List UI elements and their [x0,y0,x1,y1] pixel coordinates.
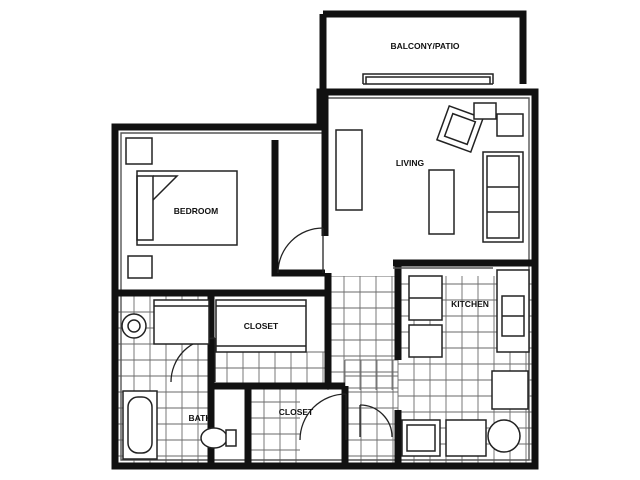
balcony-railing [362,73,494,85]
coffee-table [428,169,455,235]
toilet [200,427,228,449]
bath-sink [121,313,147,339]
stove [491,370,529,410]
water-heater [487,419,521,453]
sofa [482,151,524,243]
nightstand-bottom [127,255,153,279]
bath-fixtures [121,313,237,460]
entry-door [359,404,393,438]
pantry [408,324,443,358]
closet-upper-label: CLOSET [244,321,279,331]
closet-lower-label: CLOSET [279,407,314,417]
balcony-label: BALCONY/PATIO [390,41,459,51]
living-furniture [335,102,524,243]
console-table [335,129,363,211]
room-labels: BALCONY/PATIO LIVING BEDROOM KITCHEN CLO… [174,41,489,423]
nightstand-top [125,137,153,165]
closet-shelving [153,299,307,353]
washer [401,419,441,457]
end-table-top [496,113,524,137]
exterior-walls [111,10,539,470]
bedroom-label: BEDROOM [174,206,218,216]
kitchen-fixtures [401,269,530,457]
end-table-left [473,102,497,120]
kitchen-label: KITCHEN [451,299,489,309]
bedroom-furniture [125,137,238,279]
closet-door [299,393,347,441]
armchair [435,104,485,154]
bath-label: BATH [189,413,212,423]
bedroom-door [277,227,324,274]
living-label: LIVING [396,158,425,168]
